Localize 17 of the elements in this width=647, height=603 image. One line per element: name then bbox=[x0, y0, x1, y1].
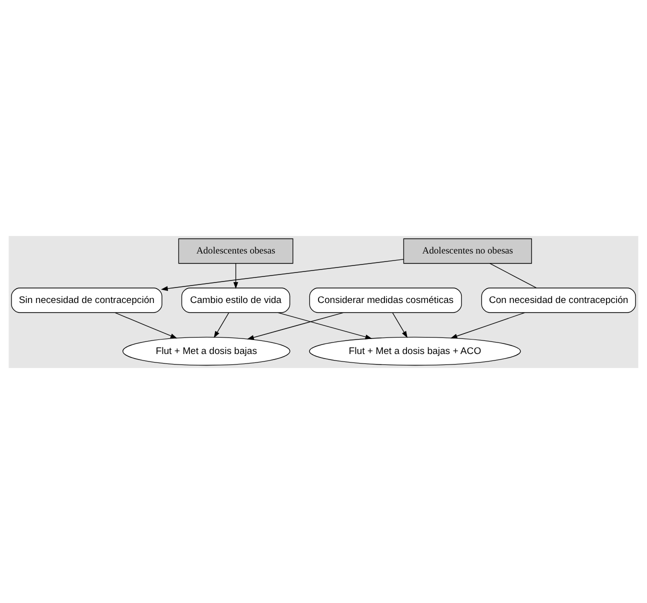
arrow bbox=[278, 312, 372, 339]
arrow bbox=[233, 262, 238, 288]
arrow bbox=[392, 312, 408, 338]
node-box: Adolescentes obesas bbox=[178, 238, 294, 264]
arrow bbox=[214, 312, 230, 338]
arrow bbox=[450, 312, 526, 338]
node-box: Cambio estilo de vida bbox=[181, 287, 290, 312]
node-box: Adolescentes no obesas bbox=[403, 238, 532, 264]
arrow bbox=[114, 312, 178, 338]
connector bbox=[490, 262, 537, 288]
node-box: Sin necesidad de contracepción bbox=[11, 287, 162, 312]
arrow bbox=[160, 258, 404, 290]
node-box: Con necesidad de contracepción bbox=[481, 287, 636, 312]
node-box: Considerar medidas cosméticas bbox=[309, 287, 462, 312]
arrow bbox=[247, 312, 344, 340]
node-ellipse: Flut + Met a dosis bajas + ACO bbox=[309, 336, 521, 366]
node-ellipse: Flut + Met a dosis bajas bbox=[122, 336, 290, 366]
